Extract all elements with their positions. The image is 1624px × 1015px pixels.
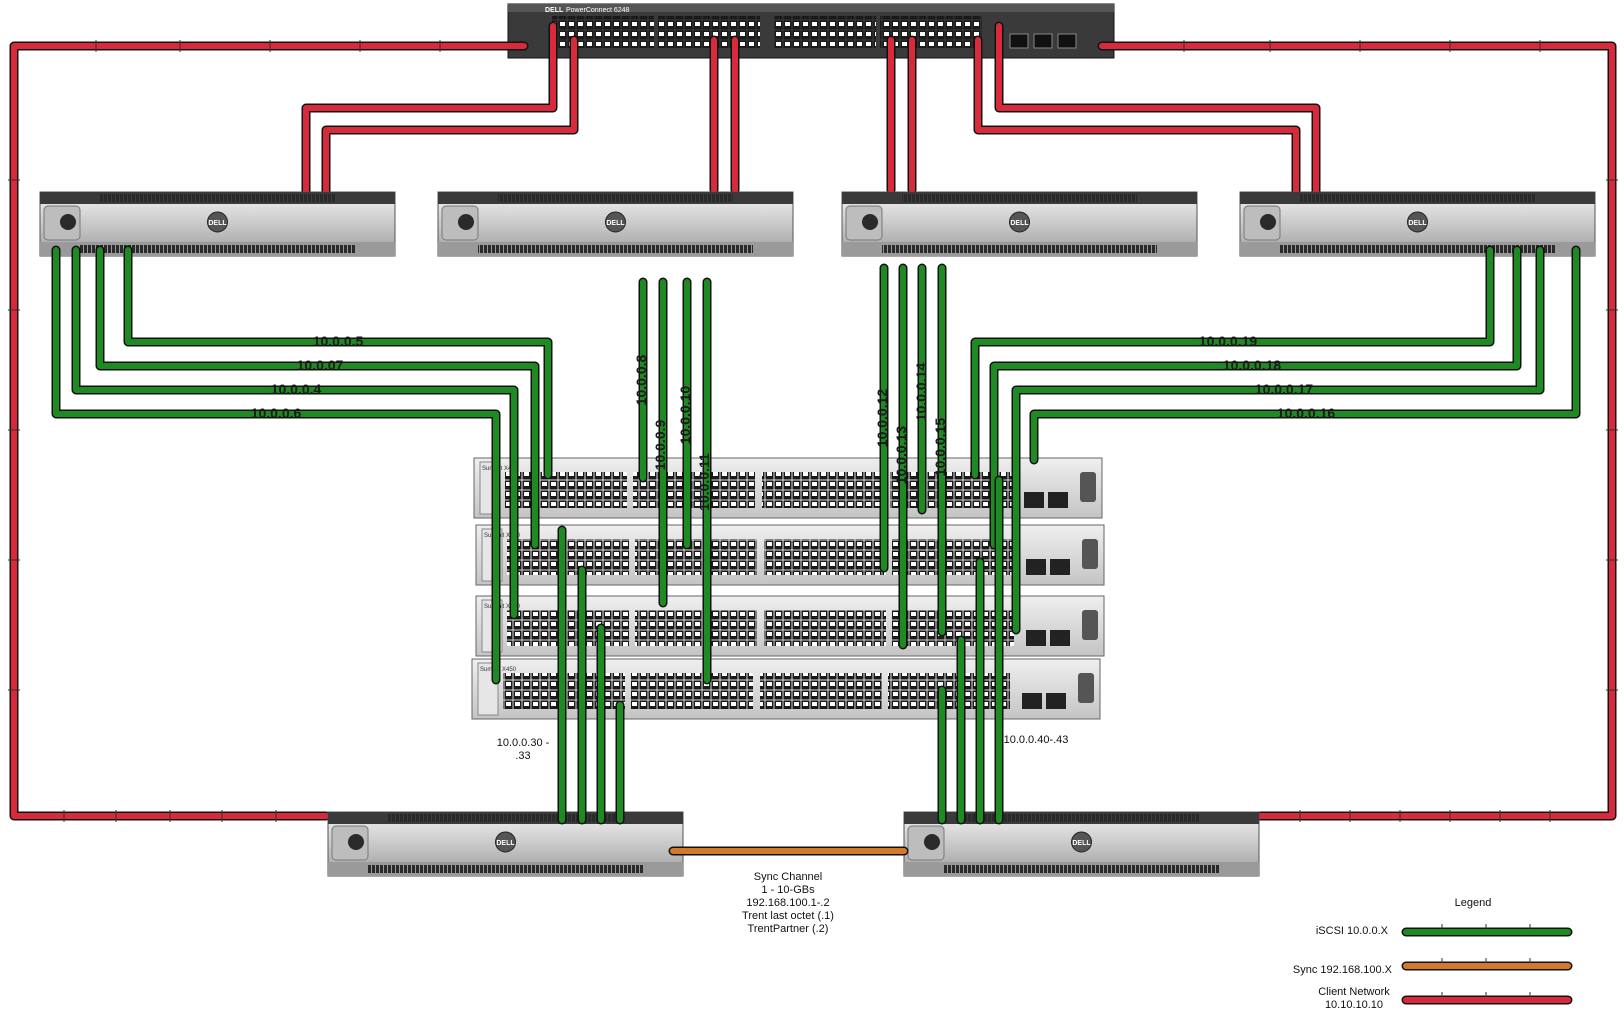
ip-label-right-4: 10.0.0.16 <box>1277 405 1336 421</box>
legend-swatch-3 <box>1401 992 1573 1005</box>
ip-label-right-1: 10.0.0.19 <box>1199 333 1258 349</box>
bottom-left-ip-range-line1: 10.0.0.30 - <box>497 737 550 749</box>
top-switch-model: PowerConnect 6248 <box>566 7 630 14</box>
server-bottom-left: DELL <box>327 811 684 877</box>
ip-label-center-right-1: 10.0.0.12 <box>874 389 890 448</box>
bottom-right-ip-range: 10.0.0.40-.43 <box>1004 734 1069 746</box>
sync-note-line-1: Sync Channel <box>754 871 823 883</box>
dell-logo-text: DELL <box>1010 220 1029 227</box>
legend-title: Legend <box>1455 897 1492 909</box>
sync-channel-notes: Sync Channel 1 - 10-GBs 192.168.100.1-.2… <box>742 871 834 935</box>
iscsi-right-3 <box>1011 245 1545 635</box>
ip-label-center-left-3: 10.0.0.10 <box>677 386 693 445</box>
server-top-4: DELL <box>1239 191 1596 257</box>
dell-logo-text: DELL <box>606 220 625 227</box>
stack-switch-2-label: Summit X450 <box>484 533 521 539</box>
dell-logo-text: DELL <box>1408 220 1427 227</box>
sync-note-line-2: 1 - 10-GBs <box>761 884 815 896</box>
legend-sync-label: Sync 192.168.100.X <box>1293 964 1393 976</box>
legend-swatch-1 <box>1401 924 1573 937</box>
ip-label-left-1: 10.0.0.5 <box>313 333 364 349</box>
iscsi-left-2 <box>95 245 540 550</box>
client-loop-right <box>1097 41 1617 821</box>
client-loop-left <box>9 41 529 821</box>
ip-label-left-2: 10.0.07 <box>297 357 344 373</box>
ip-label-center-left-4: 10.0.0.11 <box>696 453 712 511</box>
bottom-left-ip-range-line2: .33 <box>515 750 530 762</box>
stack-switch-3: Summit X450 <box>475 595 1105 657</box>
top-switch-brand: DELL <box>545 7 564 14</box>
ip-label-center-left-1: 10.0.0.8 <box>633 354 649 405</box>
legend-iscsi-label: iSCSI 10.0.0.X <box>1316 925 1389 937</box>
stack-switch-1: Summit X450 <box>473 457 1103 519</box>
ip-label-center-left-2: 10.0.0.9 <box>652 419 668 470</box>
iscsi-left-4 <box>51 245 501 685</box>
ip-label-center-right-2: 10.0.0.13 <box>893 426 909 485</box>
stack-switch-2: Summit X450 <box>475 524 1105 586</box>
ip-label-left-3: 10.0.0.4 <box>271 381 322 397</box>
ip-label-center-right-4: 10.0.0.15 <box>932 418 948 477</box>
sync-note-line-4: Trent last octet (.1) <box>742 910 834 922</box>
sync-note-line-5: TrentPartner (.2) <box>748 923 829 935</box>
stack-switch-3-label: Summit X450 <box>484 604 521 610</box>
iscsi-right-1 <box>970 245 1495 480</box>
iscsi-right-4 <box>1029 245 1581 465</box>
ip-label-center-right-3: 10.0.0.14 <box>913 363 929 422</box>
server-top-3: DELL <box>841 191 1198 257</box>
ip-label-right-2: 10.0.0.18 <box>1223 357 1282 373</box>
server-bottom-right: DELL <box>903 811 1260 877</box>
top-switch: DELL PowerConnect 6248 <box>507 3 1115 59</box>
dell-logo-text: DELL <box>1072 840 1091 847</box>
ip-label-left-4: 10.0.0.6 <box>251 405 302 421</box>
iscsi-left-3 <box>71 245 519 620</box>
client-uplink-server1-a <box>301 21 558 205</box>
ip-label-right-3: 10.0.0.17 <box>1255 381 1314 397</box>
client-uplink-server4-a <box>973 35 1301 205</box>
legend: Legend iSCSI 10.0.0.X Sync 192.168.100.X… <box>1293 897 1573 1011</box>
sync-note-line-3: 192.168.100.1-.2 <box>746 897 829 909</box>
dell-logo-text: DELL <box>208 220 227 227</box>
client-uplink-server1-b <box>321 35 579 205</box>
iscsi-right-2 <box>989 245 1522 550</box>
server-top-2: DELL <box>437 191 794 257</box>
client-uplink-server4-b <box>994 21 1321 205</box>
iscsi-left-1 <box>123 245 553 480</box>
legend-client-label-line1: Client Network <box>1318 986 1390 998</box>
switch-stack: Summit X450 Summit X450 Summit X450 <box>471 457 1105 720</box>
dell-logo-text: DELL <box>496 840 515 847</box>
server-top-1: DELL <box>39 191 396 257</box>
legend-swatch-2 <box>1401 958 1573 971</box>
legend-client-label-line2: 10.10.10.10 <box>1325 999 1383 1011</box>
